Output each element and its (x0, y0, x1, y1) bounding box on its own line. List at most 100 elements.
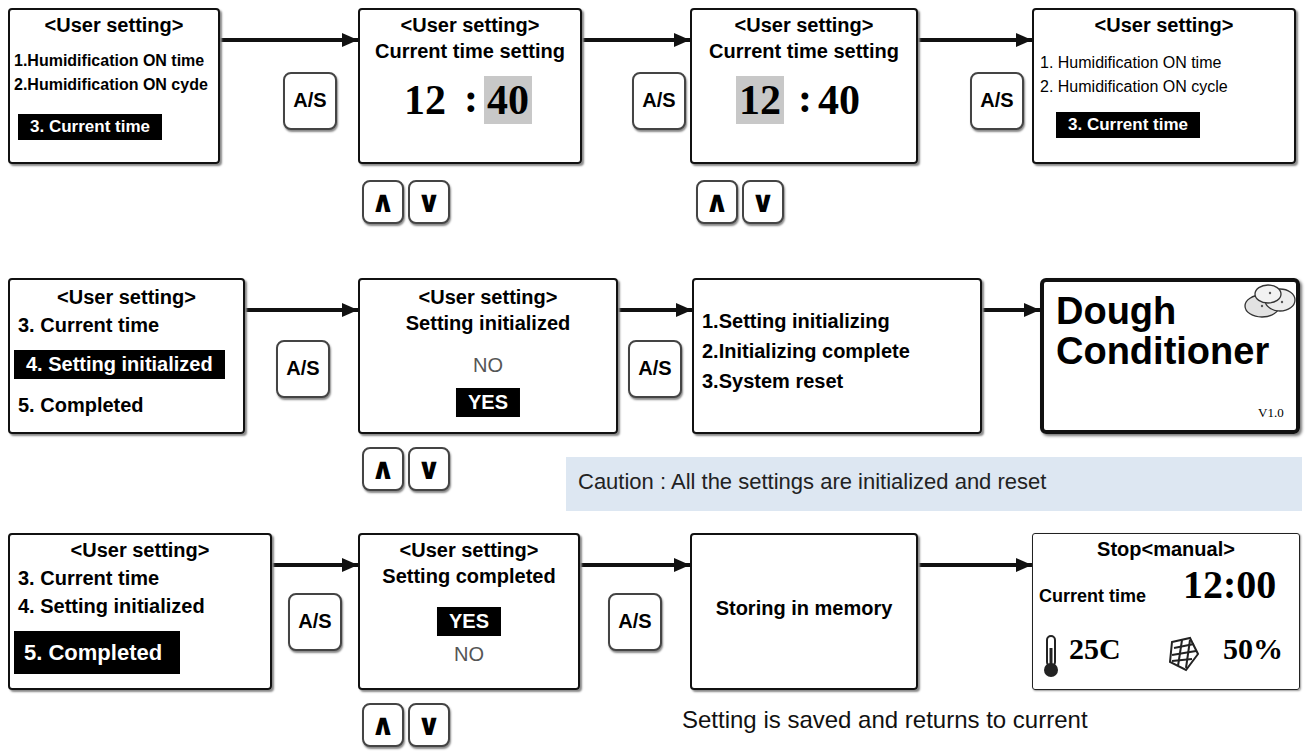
note-text: Setting is saved and returns to current (682, 706, 1088, 735)
fan-icon (1170, 638, 1198, 670)
button-label: A/S (298, 610, 331, 633)
screen-text: Setting completed (382, 565, 555, 588)
arrow-symbol: ∧ (371, 451, 395, 487)
lcd-screen: <User setting> Current time setting 12:40 (358, 8, 582, 164)
screen-text: 40 (484, 76, 532, 124)
selected-item: 5. Completed (14, 631, 180, 674)
screen-text: 5. Completed (18, 394, 144, 417)
screen-text: Current time setting (709, 40, 899, 63)
screen-text: 12:00 (1183, 562, 1276, 608)
lcd-screen: <User setting> Setting initializedNO YES (358, 278, 618, 434)
status-screen: Stop<manual> Current time 12:00 25C 50% (1032, 533, 1300, 690)
screen-text: Current time setting (375, 40, 565, 63)
button-label: A/S (293, 89, 326, 112)
flow-arrow (618, 308, 692, 312)
arrow-symbol: ∧ (371, 707, 395, 743)
screen-text: <User setting> (57, 286, 196, 309)
flow-arrow (918, 563, 1032, 567)
splash-screen: Dough ConditionerV1.0 (1040, 278, 1300, 434)
selected-item: 3. Current time (1056, 112, 1200, 138)
lcd-screen: <User setting> 3. Current time 4. Setting … (8, 533, 272, 690)
screen-text: Current time (1039, 586, 1146, 607)
as-button: A/S (288, 593, 342, 651)
flow-arrow (272, 563, 358, 567)
screen-text: 1.Humidification ON time (14, 52, 204, 70)
screen-text: V1.0 (1258, 406, 1284, 421)
flow-arrow (582, 38, 690, 42)
screen-text: 50% (1223, 632, 1283, 667)
down-button: ∨ (742, 180, 784, 224)
as-button: A/S (970, 72, 1024, 130)
arrow-symbol: ∨ (417, 184, 441, 220)
lcd-screen: <User setting> Current time setting 12:40 (690, 8, 918, 164)
as-button: A/S (276, 340, 330, 398)
screen-text: <User setting> (401, 14, 540, 37)
flow-arrow (245, 308, 358, 312)
arrow-symbol: ∧ (705, 184, 729, 220)
screen-text: <User setting> (45, 14, 184, 37)
screen-text: Stop<manual> (1097, 538, 1235, 561)
screen-text: 1.Setting initializing (702, 310, 890, 333)
up-button: ∧ (362, 447, 404, 491)
screen-text: <User setting> (1095, 14, 1234, 37)
button-label: A/S (642, 89, 675, 112)
button-label: A/S (618, 610, 651, 633)
down-button: ∨ (408, 180, 450, 224)
button-label: A/S (980, 89, 1013, 112)
selected-item: 3. Current time (18, 114, 162, 140)
lcd-screen: <User setting> 1.Humidification ON time 2.… (8, 8, 220, 164)
selected-item: 4. Setting initialized (14, 350, 225, 379)
lcd-screen: <User setting> Setting completedYES NO (358, 533, 580, 690)
screen-text: : (798, 74, 812, 122)
screen-text: Setting initialized (406, 312, 570, 335)
flow-arrow (220, 38, 358, 42)
screen-text: Storing in memory (716, 597, 893, 620)
screen-text: Dough Conditioner (1056, 292, 1281, 372)
as-button: A/S (283, 72, 337, 130)
button-label: A/S (286, 357, 319, 380)
caution-text: Caution : All the settings are initializ… (578, 469, 1046, 494)
up-button: ∧ (362, 703, 404, 747)
screen-text: 12 (404, 76, 446, 124)
screen-text: 1. Humidification ON time (1040, 54, 1221, 72)
screen-text: 12 (736, 76, 784, 124)
down-button: ∨ (408, 447, 450, 491)
screen-text: <User setting> (71, 539, 210, 562)
arrow-symbol: ∨ (417, 707, 441, 743)
lcd-screen: <User setting> 3. Current time 4. Setting … (8, 278, 245, 434)
down-button: ∨ (408, 703, 450, 747)
lcd-screen: Storing in memory (690, 533, 918, 690)
lcd-screen: 1.Setting initializing 2.Initializing com… (692, 278, 982, 434)
screen-text: 2.Humidification ON cyde (14, 76, 208, 94)
screen-text: NO (454, 643, 484, 666)
arrow-symbol: ∧ (371, 184, 395, 220)
as-button: A/S (608, 593, 662, 651)
arrow-symbol: ∨ (417, 451, 441, 487)
screen-text: <User setting> (735, 14, 874, 37)
screen-text: : (464, 74, 478, 122)
as-button: A/S (628, 340, 682, 398)
screen-text: <User setting> (419, 286, 558, 309)
up-button: ∧ (362, 180, 404, 224)
flow-arrow (580, 563, 690, 567)
screen-text: 40 (818, 76, 860, 124)
screen-text: 25C (1069, 632, 1121, 667)
selected-item: YES (456, 388, 520, 417)
screen-text: <User setting> (400, 539, 539, 562)
flow-arrow (918, 38, 1032, 42)
as-button: A/S (632, 72, 686, 130)
up-button: ∧ (696, 180, 738, 224)
dough-illustration (1245, 285, 1295, 317)
caution-note: Caution : All the settings are initializ… (566, 457, 1302, 511)
screen-text: 4. Setting initialized (18, 595, 205, 618)
screen-text: NO (473, 354, 503, 377)
screen-text: 3. Current time (18, 314, 159, 337)
flow-arrow (982, 308, 1040, 312)
button-label: A/S (638, 357, 671, 380)
screen-text: 2.Initializing complete (702, 340, 910, 363)
screen-text: 2. Humidification ON cycle (1040, 78, 1228, 96)
selected-item: YES (437, 607, 501, 636)
thermometer-icon (1044, 636, 1058, 677)
screen-text: 3. Current time (18, 567, 159, 590)
lcd-screen: <User setting> 1. Humidification ON time 2… (1032, 8, 1296, 164)
